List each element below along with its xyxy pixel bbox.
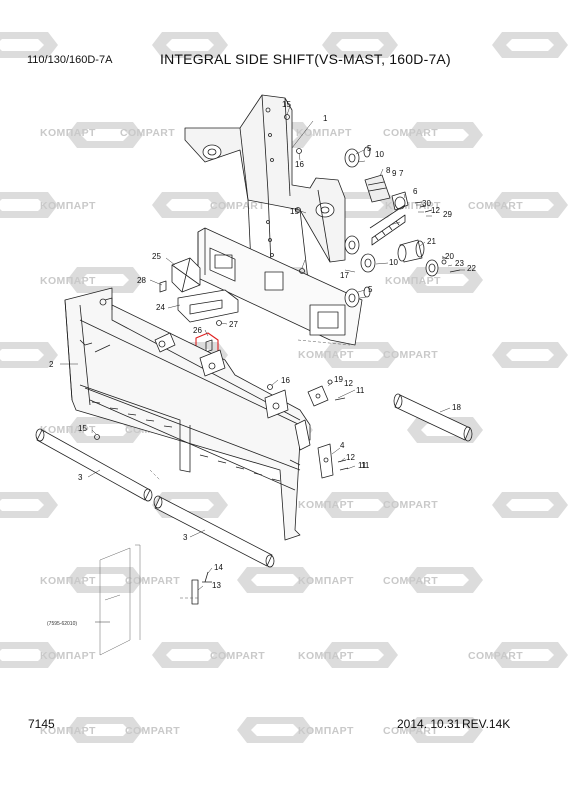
callout-5: 5 [367, 144, 372, 153]
callout-25: 25 [152, 252, 161, 261]
page-title: INTEGRAL SIDE SHIFT(VS-MAST, 160D-7A) [160, 51, 451, 67]
callout-24: 24 [156, 303, 165, 312]
callout-15: 15 [290, 207, 299, 216]
callout-11: 11 [358, 461, 367, 470]
watermark-komparts: KOMПAPT [298, 349, 354, 361]
watermark-compart: COMPART [125, 725, 180, 737]
watermark-compart: COMPART [125, 575, 180, 587]
callout-12: 12 [346, 453, 355, 462]
callout-26: 26 [193, 326, 202, 335]
callout-14: 14 [214, 563, 223, 572]
callout-3: 3 [183, 533, 188, 542]
watermark-komparts: KOMПAPT [40, 275, 96, 287]
callout-numbers: 1 2 3 3 4 5 5 6 7 8 9 10 10 11 11 11 12 … [47, 100, 476, 627]
callout-28: 28 [137, 276, 146, 285]
callout-11: 11 [356, 386, 365, 395]
callout-22: 22 [467, 264, 476, 273]
line-work [35, 94, 473, 656]
side-shift-cylinder [364, 174, 461, 277]
leader-lines [60, 105, 465, 623]
watermark-compart: COMPART [468, 200, 523, 212]
callout-21: 21 [427, 237, 436, 246]
watermark-komparts: KOMПAPT [296, 127, 352, 139]
callout-13: 13 [212, 581, 221, 590]
callout-2: 2 [49, 360, 54, 369]
watermark-compart: COMPART [210, 200, 265, 212]
watermark-komparts: KOMПAPT [298, 650, 354, 662]
watermark-komparts: KOMПAPT [298, 499, 354, 511]
watermark-komparts: KOMПAPT [40, 127, 96, 139]
callout-23: 23 [455, 259, 464, 268]
callout-27: 27 [229, 320, 238, 329]
callout-3: 3 [78, 473, 83, 482]
watermark-compart: COMPART [383, 349, 438, 361]
watermark-compart: COMPART [383, 127, 438, 139]
side-shift-back-plate [197, 227, 363, 346]
watermark-compart: COMPART [468, 650, 523, 662]
watermark-compart: COMPART [383, 575, 438, 587]
callout-5: 5 [368, 285, 373, 294]
watermark-komparts: KOMПAPT [298, 725, 354, 737]
callout-30: 30 [422, 199, 431, 208]
watermark-komparts: KOMПAPT [40, 725, 96, 737]
callout-6: 6 [413, 187, 418, 196]
callout-19: 19 [334, 375, 343, 384]
reference-view [99, 544, 141, 656]
callout-12: 12 [344, 379, 353, 388]
shafts [35, 393, 473, 568]
bushings [344, 146, 376, 308]
watermark-komparts: KOMПAPT [40, 650, 96, 662]
callout-15: 15 [282, 100, 291, 109]
callout-9: 9 [392, 169, 397, 178]
watermark-compart: COMPART [383, 499, 438, 511]
watermark-komparts: KOMПAPT [40, 575, 96, 587]
reference-part-number: (7595-62010) [47, 621, 77, 627]
side-brackets [307, 379, 349, 479]
model-number: 110/130/160D-7A [27, 54, 113, 66]
callout-1: 1 [323, 114, 328, 123]
watermark-compart: COMPART [210, 650, 265, 662]
watermark-compart: COMPART [120, 127, 175, 139]
watermark-komparts: KOMПAPT [385, 275, 441, 287]
watermark-komparts: KOMПAPT [298, 575, 354, 587]
watermark-compart: COMPART [383, 725, 438, 737]
callout-8: 8 [386, 166, 391, 175]
revision-code: REV.14K [462, 717, 511, 731]
callout-15: 15 [78, 424, 87, 433]
callout-10: 10 [389, 258, 398, 267]
center-lines [149, 339, 351, 599]
callout-18: 18 [452, 403, 461, 412]
callout-17: 17 [340, 271, 349, 280]
watermark-komparts: KOMПAPT [40, 200, 96, 212]
callout-12: 12 [431, 206, 440, 215]
callout-7: 7 [399, 169, 404, 178]
revision-date: 2014. 10.31 [397, 717, 461, 731]
callout-10: 10 [375, 150, 384, 159]
page-number: 7145 [28, 717, 55, 731]
callout-20: 20 [445, 252, 454, 261]
callout-4: 4 [340, 441, 345, 450]
fork-carriage-frame [64, 287, 311, 541]
watermark-komparts: KOMПAPT [40, 424, 96, 436]
wear-pads [159, 257, 239, 323]
callout-11: 11 [361, 461, 370, 470]
callout-29: 29 [443, 210, 452, 219]
callout-16: 16 [295, 160, 304, 169]
callout-16: 16 [281, 376, 290, 385]
fasteners [94, 114, 305, 605]
